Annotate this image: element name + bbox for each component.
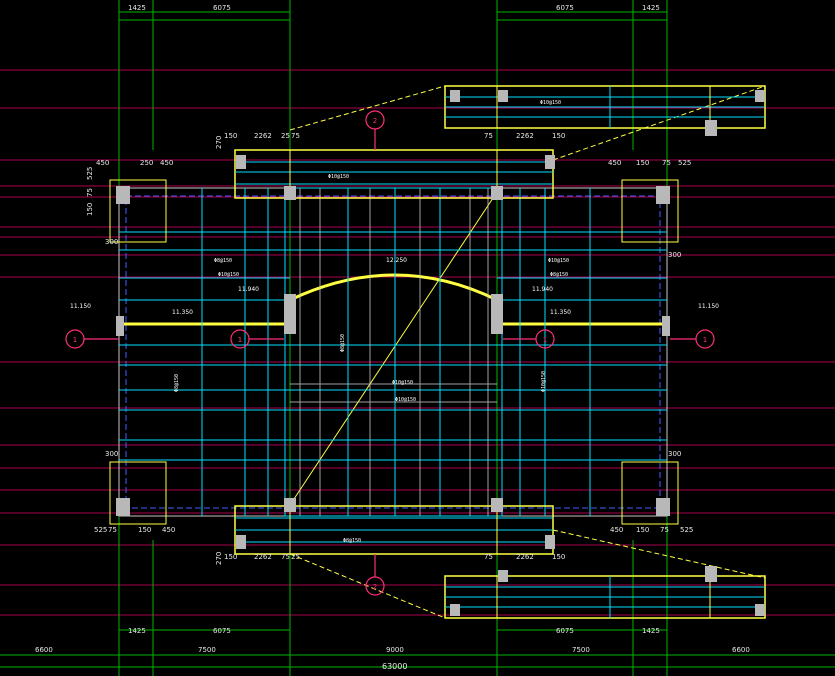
axis-label-left: 1 xyxy=(73,336,77,344)
side-dim-rb-5: 525 xyxy=(680,526,693,534)
elevation-right-deck: 11.350 xyxy=(550,309,571,316)
side-dim-rt-4: 525 xyxy=(678,159,691,167)
upper-dim-6: 2262 xyxy=(516,132,534,140)
elevation-arch-right: 11.940 xyxy=(532,286,553,293)
rebar-lines xyxy=(119,188,667,516)
elevation-left-deck: 11.350 xyxy=(172,309,193,316)
rebar-note-8: Φ10@150 xyxy=(541,371,547,392)
lower-detail-panel xyxy=(444,575,766,619)
bottom-dim-2: 6075 xyxy=(213,627,231,635)
upper-landing xyxy=(234,85,766,199)
lower-dim-1: 150 xyxy=(224,553,237,561)
rebar-note-2: Φ10@150 xyxy=(218,272,239,278)
upper-dim-4: 75 xyxy=(291,132,300,140)
side-dim-lt-7: 300 xyxy=(105,238,118,246)
axis-label-center-right: 1 xyxy=(543,336,547,344)
upper-dim-3: 25 xyxy=(281,132,290,140)
side-dim-rb-1: 300 xyxy=(668,450,681,458)
columns xyxy=(116,90,765,616)
side-dim-rb-3: 150 xyxy=(636,526,649,534)
top-dim-1: 1425 xyxy=(128,4,146,12)
side-dim-rb-4: 75 xyxy=(660,526,669,534)
side-dim-rt-2: 150 xyxy=(636,159,649,167)
side-dim-rt-5: 300 xyxy=(668,251,681,259)
rebar-note-4: Φ8@150 xyxy=(550,272,568,278)
bottom-overall-3: 9000 xyxy=(386,646,404,654)
corner-bays xyxy=(109,179,679,525)
upper-dim-5: 75 xyxy=(484,132,493,140)
top-dim-4: 1425 xyxy=(642,4,660,12)
rebar-note-5: Φ10@150 xyxy=(392,380,413,386)
side-dimensions-right-top: 450 150 75 525 300 xyxy=(608,159,691,259)
axis-label-top: 2 xyxy=(373,117,377,125)
upper-dim-2: 2262 xyxy=(254,132,272,140)
bottom-dim-4: 1425 xyxy=(642,627,660,635)
axis-grid xyxy=(0,69,835,616)
lower-dim-4: 25 xyxy=(291,553,300,561)
lower-landing xyxy=(234,505,766,619)
bottom-dim-1: 1425 xyxy=(128,627,146,635)
elevation-arch-top: 12.250 xyxy=(386,257,407,264)
side-dim-lt-2: 75 xyxy=(86,188,94,197)
rebar-note-12: Φ8@150 xyxy=(343,538,361,544)
side-dim-lb-5: 450 xyxy=(162,526,175,534)
axis-label-right: 1 xyxy=(703,336,707,344)
side-dim-rt-3: 75 xyxy=(662,159,671,167)
top-dim-2: 6075 xyxy=(213,4,231,12)
lower-dim-6: 2262 xyxy=(516,553,534,561)
side-dim-lb-4: 150 xyxy=(138,526,151,534)
bottom-dim-3: 6075 xyxy=(556,627,574,635)
lower-dim-7: 150 xyxy=(552,553,565,561)
elevation-left-outer: 11.150 xyxy=(70,303,91,310)
axis-label-bottom: 2 xyxy=(373,583,377,591)
lower-landing-height: 270 xyxy=(215,552,223,565)
side-dim-lt-3: 150 xyxy=(86,203,94,216)
rebar-note-11: Φ10@150 xyxy=(540,100,561,106)
bottom-overall-2: 7500 xyxy=(198,646,216,654)
upper-dim-7: 150 xyxy=(552,132,565,140)
bottom-total: 63000 xyxy=(382,662,407,671)
upper-dim-1: 150 xyxy=(224,132,237,140)
side-dimensions-left-bottom: 300 525 75 150 450 xyxy=(94,450,175,534)
side-dim-lt-1: 525 xyxy=(86,167,94,180)
side-dim-lb-3: 75 xyxy=(108,526,117,534)
side-dim-lt-5: 250 xyxy=(140,159,153,167)
side-dim-lt-4: 450 xyxy=(96,159,109,167)
structural-lines xyxy=(290,188,497,516)
side-dim-lt-6: 450 xyxy=(160,159,173,167)
elevation-right-outer: 11.150 xyxy=(698,303,719,310)
rebar-note-6: Φ10@150 xyxy=(395,397,416,403)
rebar-note-7: Φ8@150 xyxy=(174,374,180,392)
axis-label-center-left: 1 xyxy=(238,336,242,344)
side-dimensions-right-bottom: 300 450 150 75 525 xyxy=(610,450,693,534)
rebar-note-9: Φ8@150 xyxy=(340,334,346,352)
side-dim-lb-1: 300 xyxy=(105,450,118,458)
side-dim-rb-2: 450 xyxy=(610,526,623,534)
bottom-overall-4: 7500 xyxy=(572,646,590,654)
rebar-note-1: Φ8@150 xyxy=(214,258,232,264)
side-dim-lb-2: 525 xyxy=(94,526,107,534)
top-dim-3: 6075 xyxy=(556,4,574,12)
lower-dim-3: 75 xyxy=(281,553,290,561)
main-deck xyxy=(118,187,668,517)
elevation-arch-left: 11.940 xyxy=(238,286,259,293)
bottom-overall-1: 6600 xyxy=(35,646,53,654)
side-dim-rt-1: 450 xyxy=(608,159,621,167)
rebar-note-3: Φ10@150 xyxy=(548,258,569,264)
side-dimensions-left-top: 525 75 150 450 250 450 300 xyxy=(86,159,173,246)
bottom-overall-5: 6600 xyxy=(732,646,750,654)
axis-bubbles xyxy=(65,110,715,596)
upper-landing-height: 270 xyxy=(215,136,223,149)
rebar-note-10: Φ10@150 xyxy=(328,174,349,180)
lower-dim-2: 2262 xyxy=(254,553,272,561)
lower-dim-5: 75 xyxy=(484,553,493,561)
